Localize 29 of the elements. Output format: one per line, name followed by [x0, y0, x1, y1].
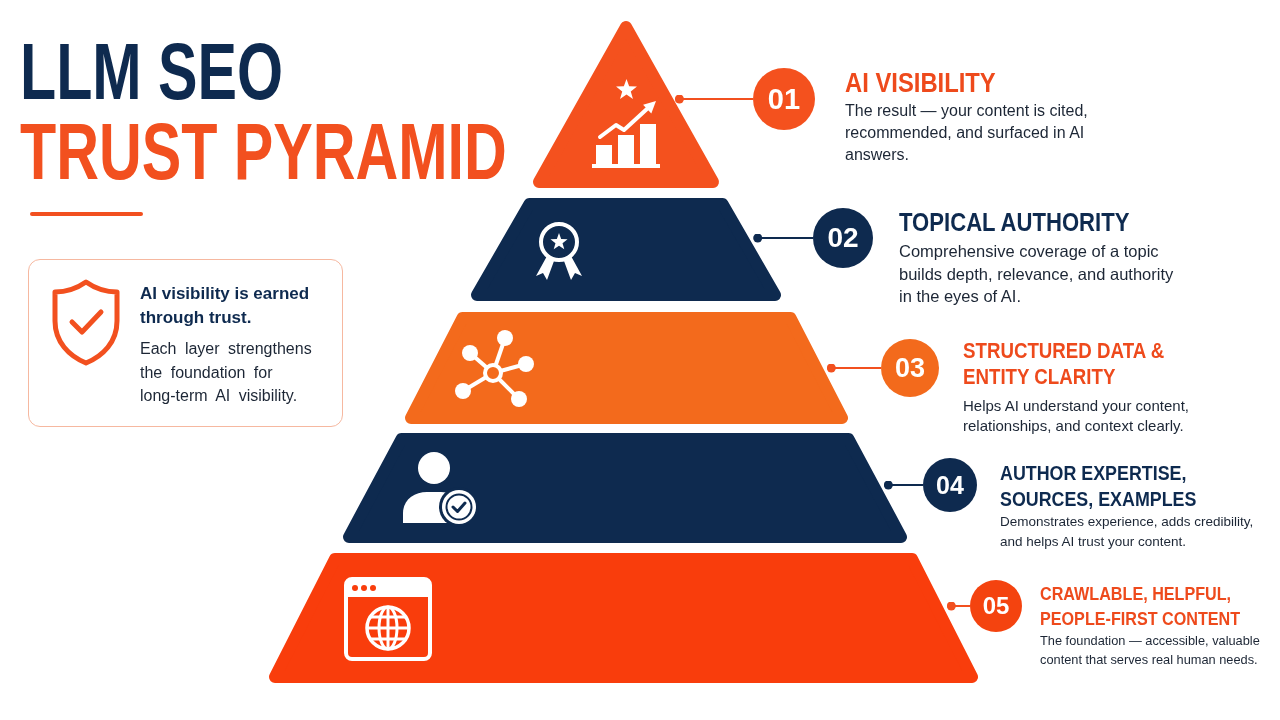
- tier-heading: CRAWLABLE, HELPFUL, PEOPLE-FIRST CONTENT: [1040, 582, 1242, 631]
- number-badge: 01: [753, 68, 815, 130]
- pyramid-tier: [269, 553, 978, 683]
- pyramid-tier: [405, 312, 848, 424]
- leader-line: [753, 233, 814, 243]
- leader-line: [826, 363, 882, 373]
- tier-description: The foundation — accessible, valuable content that serves real human needs.: [1040, 632, 1261, 669]
- tier-heading: STRUCTURED DATA & ENTITY CLARITY: [963, 338, 1166, 390]
- tier-description: The result — your content is cited, recommended, and surfaced in AI answers.: [845, 101, 1089, 165]
- card-heading: AI visibility is earned through trust.: [140, 283, 311, 329]
- info-card: [28, 259, 343, 427]
- pyramid-tier: [343, 433, 907, 543]
- number-badge: 05: [970, 580, 1022, 632]
- tier-description: Comprehensive coverage of a topic builds depth, relevance, and authority in the eyes of AI.: [899, 241, 1175, 307]
- tier-heading: TOPICAL AUTHORITY: [899, 207, 1130, 237]
- title: LLM SEO TRUST PYRAMID: [20, 32, 507, 192]
- number-badge: 03: [881, 339, 939, 397]
- tier-heading: AUTHOR EXPERTISE, SOURCES, EXAMPLES: [1000, 460, 1198, 512]
- tier-description: Helps AI understand your content, relationships, and context clearly.: [963, 396, 1190, 436]
- leader-line: [946, 601, 971, 611]
- tier-heading: AI VISIBILITY: [845, 68, 996, 98]
- leader-line: [883, 480, 924, 490]
- card-text: Each layer strengthens the foundation for long-term AI visibility.: [140, 339, 313, 406]
- number-badge: 02: [813, 208, 873, 268]
- leader-line: [674, 94, 754, 104]
- pyramid-tier: [471, 198, 781, 301]
- pyramid-apex: [533, 21, 719, 188]
- tier-description: Demonstrates experience, adds credibility, and helps AI trust your content.: [1000, 513, 1255, 551]
- number-badge: 04: [923, 458, 977, 512]
